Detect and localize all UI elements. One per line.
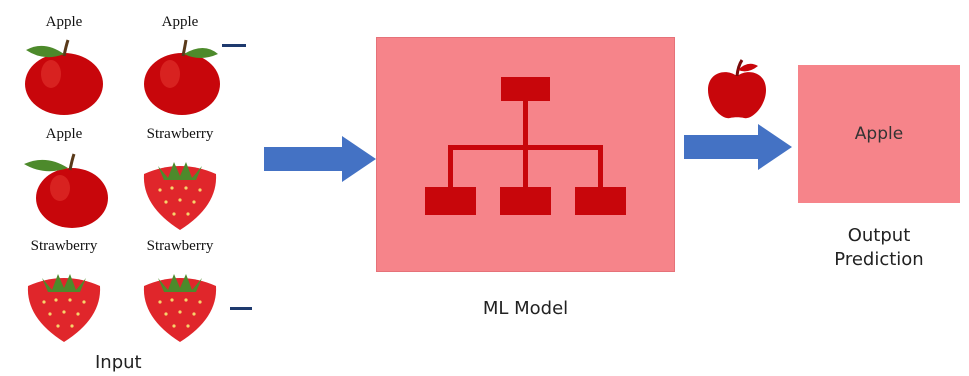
- input-sample-strawberry-2: Strawberry: [14, 238, 114, 344]
- input-sample-strawberry-1: Strawberry: [130, 126, 230, 232]
- hierarchy-icon: [425, 77, 626, 215]
- dash-marker: [222, 44, 246, 47]
- fruit-label: Strawberry: [146, 126, 214, 142]
- ml-model-box: [376, 37, 675, 272]
- fruit-label: Apple: [45, 14, 83, 30]
- input-sample-strawberry-3: Strawberry: [130, 238, 230, 344]
- apple-icon: [708, 59, 766, 119]
- arrow-to-output-icon: [684, 124, 792, 170]
- strawberry-image: [27, 274, 101, 342]
- strawberry-image: [143, 162, 217, 230]
- output-caption-line2: Prediction: [834, 249, 924, 270]
- fruit-label: Apple: [161, 14, 199, 30]
- output-prediction-value: Apple: [854, 124, 904, 144]
- input-sample-apple-2: Apple: [130, 14, 230, 120]
- apple-image: [144, 39, 220, 115]
- fruit-label: Strawberry: [30, 238, 98, 254]
- output-caption-line1: Output: [847, 225, 911, 246]
- input-label: Input: [95, 352, 142, 373]
- apple-image: [24, 153, 108, 228]
- fruit-label: Apple: [45, 126, 83, 142]
- arrow-to-model-icon: [264, 136, 376, 182]
- output-caption: Output Prediction: [798, 224, 960, 272]
- ml-model-label: ML Model: [482, 298, 569, 319]
- apple-image: [25, 39, 103, 115]
- input-sample-apple-1: Apple: [14, 14, 114, 120]
- input-sample-apple-3: Apple: [14, 126, 114, 232]
- output-prediction-box: Apple: [798, 65, 960, 203]
- strawberry-image: [143, 274, 217, 342]
- dash-marker: [230, 307, 252, 310]
- fruit-label: Strawberry: [146, 238, 214, 254]
